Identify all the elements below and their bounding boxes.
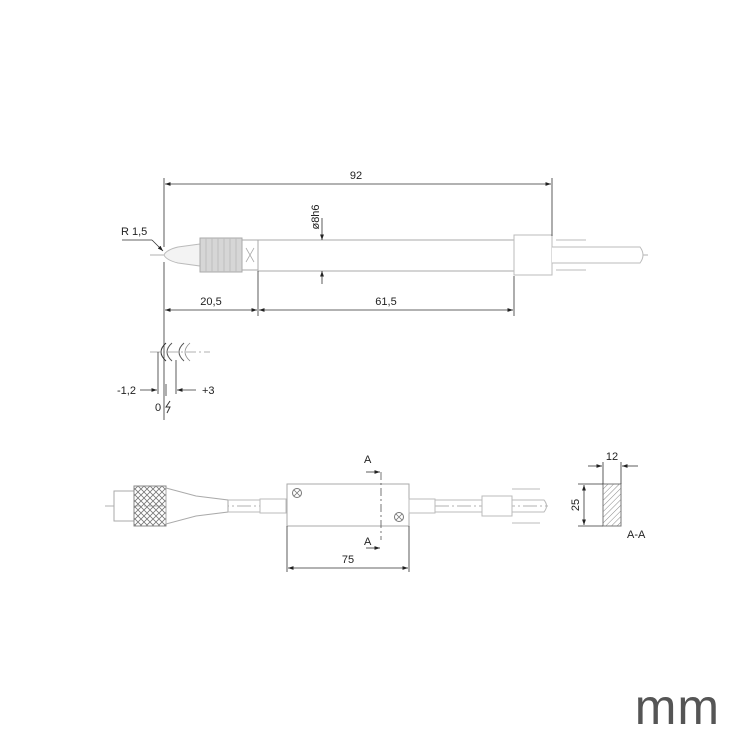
probe-bellows bbox=[199, 237, 243, 273]
probe-cable bbox=[552, 246, 644, 264]
connector-knurl bbox=[133, 485, 167, 527]
dim-25-label: 25 bbox=[570, 499, 582, 511]
section-label-top: A bbox=[364, 454, 372, 466]
section-view: 12 25 A-A bbox=[570, 451, 646, 541]
dim-92-label: 92 bbox=[350, 170, 362, 182]
section-label-bottom: A bbox=[364, 536, 372, 548]
stroke-tip-retracted bbox=[160, 342, 167, 362]
screw-icon bbox=[292, 488, 302, 498]
probe-tip bbox=[163, 243, 201, 267]
section-aa-label: A-A bbox=[627, 529, 646, 541]
unit-label: mm bbox=[634, 679, 720, 735]
stroke-zero-label: 0 bbox=[155, 402, 161, 414]
section-hatch bbox=[602, 483, 622, 527]
stroke-tip-zero bbox=[166, 342, 173, 362]
connector-strain-relief bbox=[165, 487, 229, 525]
dim-61-5-label: 61,5 bbox=[375, 296, 396, 308]
dim-diameter-label: ø8h6 bbox=[310, 204, 322, 229]
probe-dimensions: 92 ø8h6 R 1,5 20,5 61,5 bbox=[121, 170, 553, 420]
stroke-detail: -1,2 +3 0 bbox=[117, 342, 215, 414]
screw-icon bbox=[394, 512, 404, 522]
interface-view: A A 75 bbox=[105, 454, 548, 572]
lightning-icon bbox=[165, 400, 171, 414]
probe-body bbox=[257, 239, 515, 272]
interface-box bbox=[286, 483, 410, 527]
stroke-plus-label: +3 bbox=[202, 385, 215, 397]
dim-radius-label: R 1,5 bbox=[121, 226, 147, 238]
dim-20-5-label: 20,5 bbox=[200, 296, 221, 308]
probe-end-sleeve bbox=[513, 234, 553, 276]
stroke-minus-label: -1,2 bbox=[117, 385, 136, 397]
dim-75-label: 75 bbox=[342, 554, 354, 566]
dim-12-label: 12 bbox=[606, 451, 618, 463]
probe-view bbox=[150, 234, 650, 276]
stroke-tip-extended bbox=[178, 342, 185, 362]
connector-plug bbox=[113, 490, 135, 522]
output-sleeve bbox=[481, 495, 513, 517]
